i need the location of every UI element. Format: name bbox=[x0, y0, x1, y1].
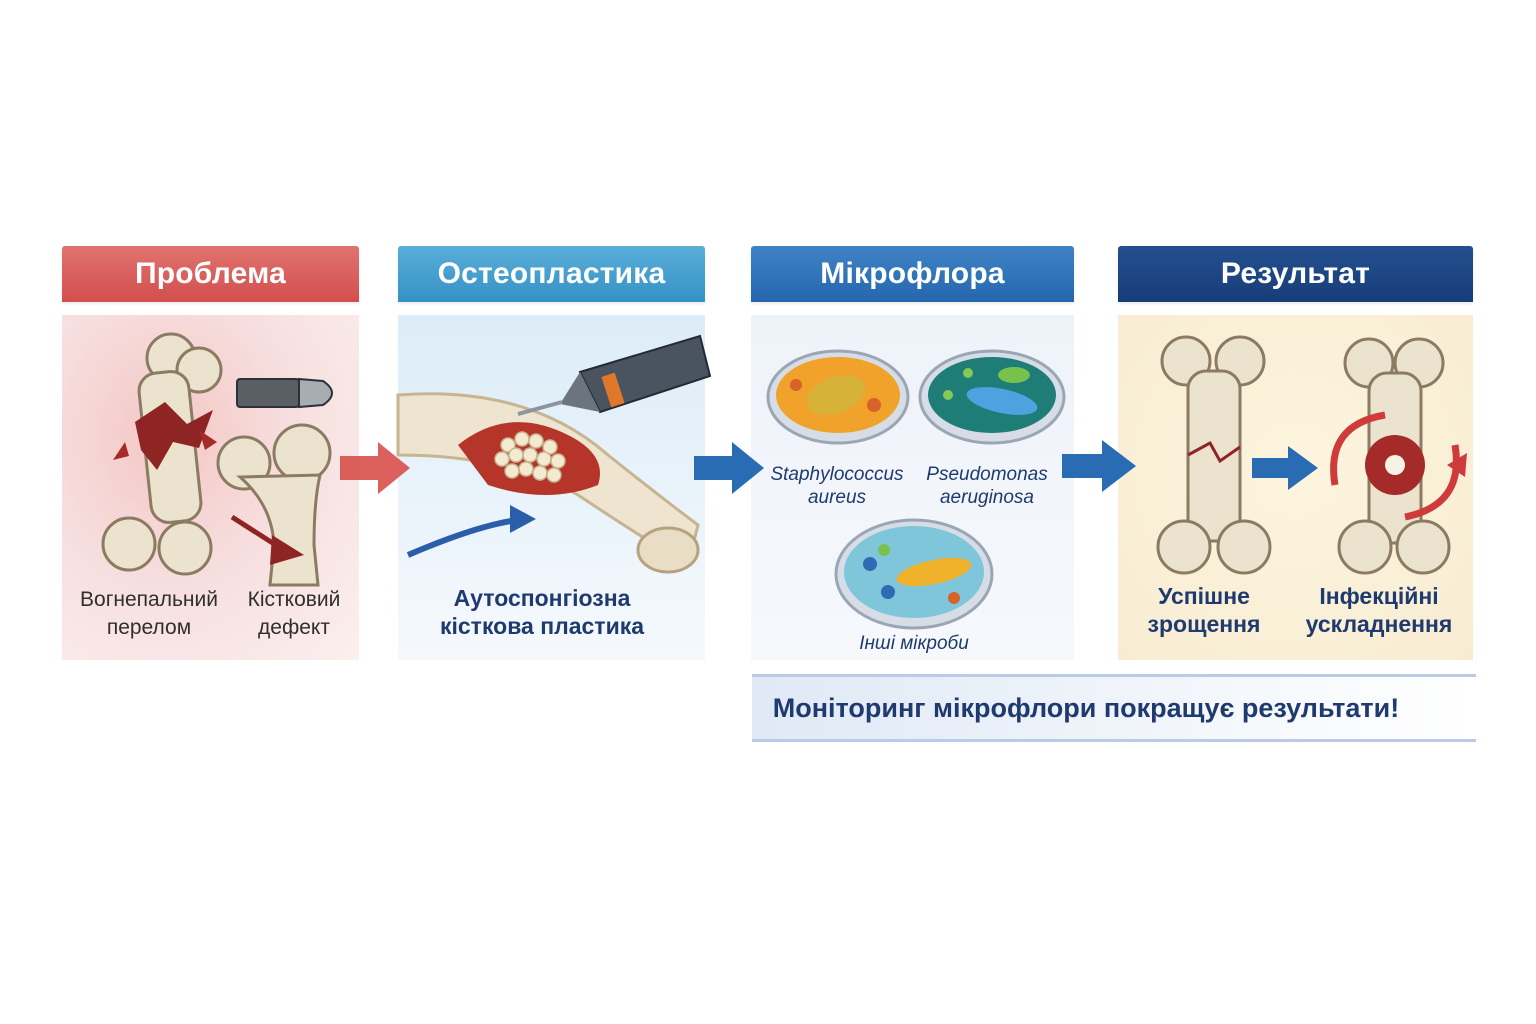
label-other-microbes: Інші мікроби bbox=[859, 633, 969, 654]
arrow-right-icon bbox=[340, 442, 410, 494]
label-successful-union: Успішне зрощення bbox=[1147, 583, 1261, 637]
arrow-right-icon bbox=[1252, 446, 1318, 490]
bullet-icon bbox=[236, 377, 333, 409]
stage-header-microflora: Мікрофлора bbox=[751, 246, 1074, 302]
stage-header-problem: Проблема bbox=[62, 246, 359, 302]
label-autospongiosa-plasty: Аутоспонгіозна кісткова пластика bbox=[439, 585, 645, 639]
fractured-bone-icon bbox=[101, 332, 223, 576]
conclusion-text: Моніторинг мікрофлори покращує результат… bbox=[772, 693, 1400, 723]
infected-bone-icon bbox=[1330, 337, 1467, 575]
surgical-drill-icon bbox=[517, 334, 712, 416]
conclusion-banner bbox=[752, 674, 1476, 742]
label-infectious-complications: Інфекційні ускладнення bbox=[1305, 583, 1453, 637]
healed-bone-icon bbox=[1156, 335, 1272, 575]
label-pseudomonas: Pseudomonas aeruginosa bbox=[926, 464, 1048, 508]
petri-dish-icon bbox=[834, 518, 994, 630]
stage-header-result: Результат bbox=[1118, 246, 1473, 302]
label-gunshot-fracture: Вогнепальний перелом bbox=[80, 588, 218, 639]
stage-header-osteoplasty: Остеопластика bbox=[398, 246, 705, 302]
label-bone-defect: Кістковий дефект bbox=[247, 588, 341, 639]
petri-dish-icon bbox=[766, 349, 910, 445]
bone-graft-icon bbox=[396, 392, 700, 574]
petri-dish-icon bbox=[918, 349, 1066, 445]
label-staphylococcus: Staphylococcus aureus bbox=[770, 464, 904, 508]
bone-defect-icon bbox=[216, 423, 332, 587]
arrow-right-icon bbox=[694, 442, 764, 494]
arrow-right-icon bbox=[1062, 440, 1136, 492]
